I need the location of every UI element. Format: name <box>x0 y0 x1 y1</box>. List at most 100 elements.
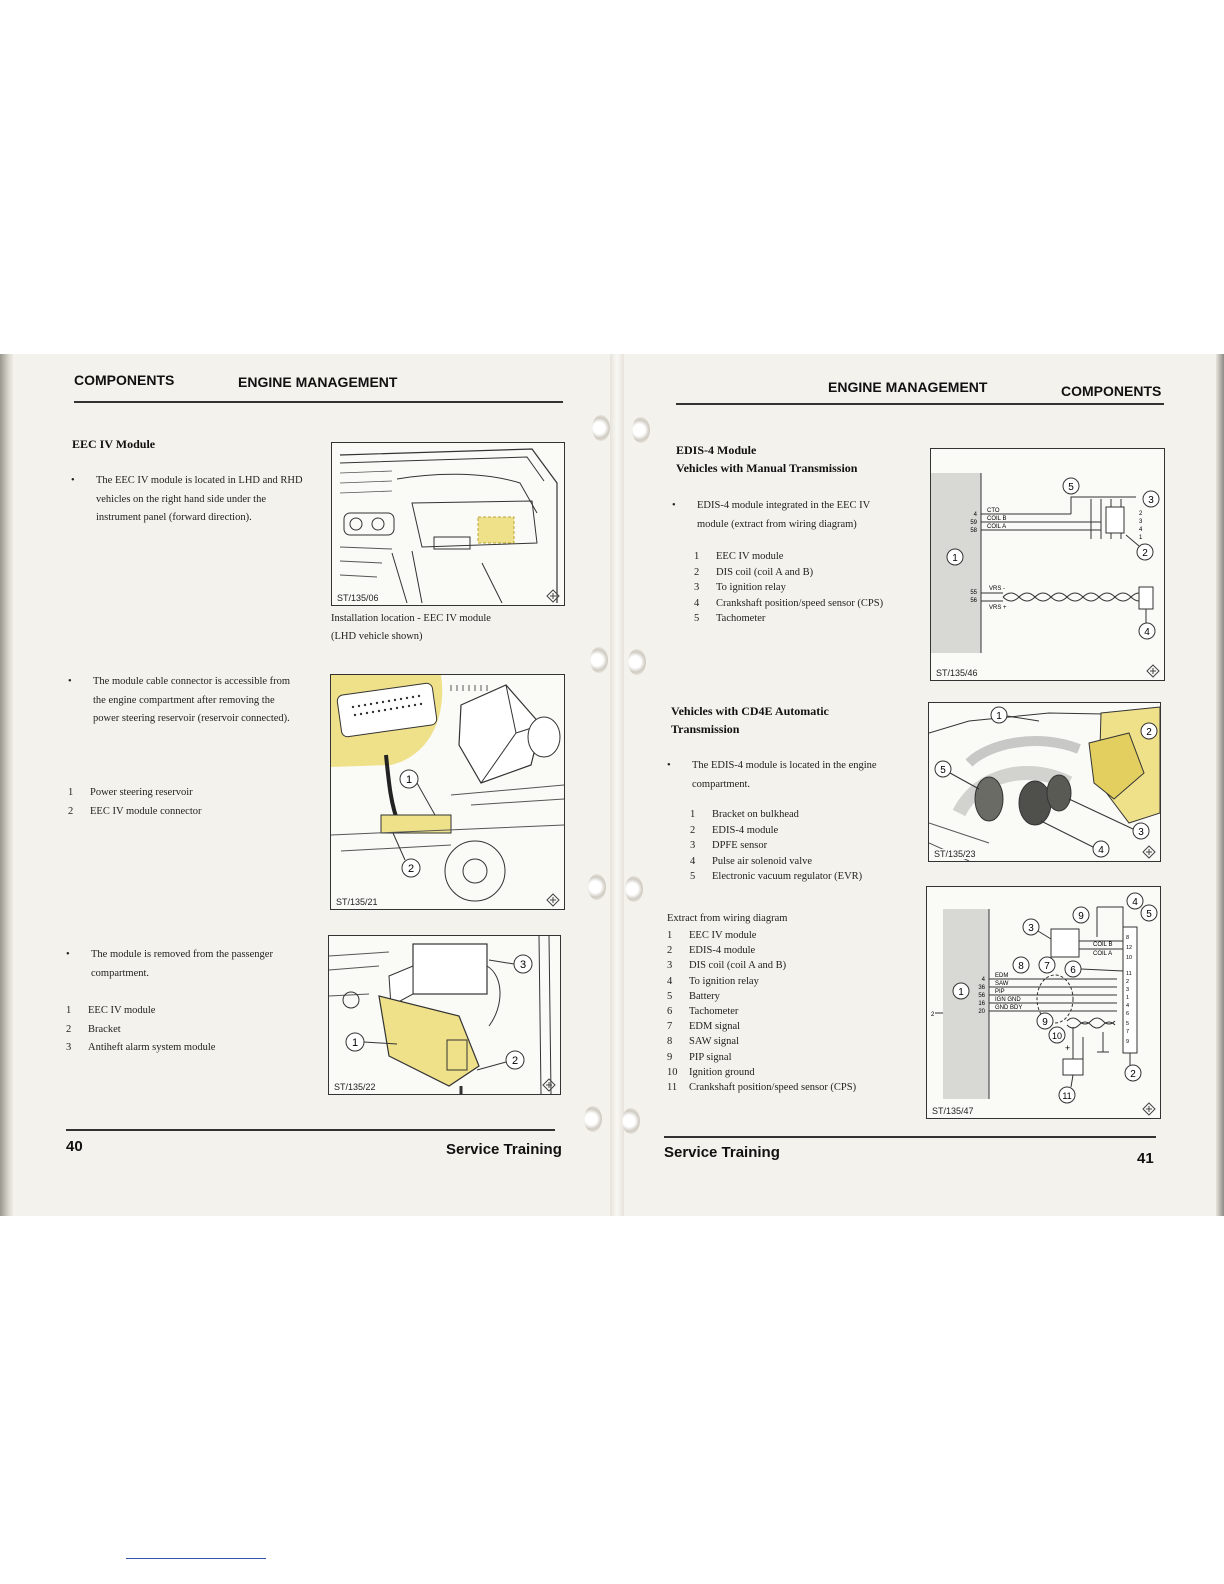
callout-2: 2 <box>1142 548 1148 559</box>
figure-wiring-automatic: 2 1 4 36 56 16 20 EDM SAW PIP IGN GND GN… <box>926 886 1161 1119</box>
callout-1: 1 <box>406 774 412 786</box>
callout-2: 2 <box>408 863 414 875</box>
callout-6: 6 <box>1070 965 1076 976</box>
callout-2: 2 <box>512 1055 518 1067</box>
engine-compartment-illustration: 1 2 <box>331 675 564 902</box>
svg-text:56: 56 <box>978 993 985 999</box>
punch-hole <box>632 417 650 443</box>
pin-label: 2 <box>1139 511 1143 517</box>
svg-text:2: 2 <box>1126 979 1129 985</box>
left-header-title: ENGINE MANAGEMENT <box>238 374 398 390</box>
callout-4: 4 <box>1132 897 1138 908</box>
ford-service-logo-icon <box>1142 1102 1156 1116</box>
figure-label: ST/135/22 <box>332 1082 378 1092</box>
binding-edge-left <box>0 354 14 1216</box>
right-header-title: ENGINE MANAGEMENT <box>828 379 988 395</box>
signal-label: COIL A <box>987 524 1006 530</box>
svg-text:12: 12 <box>1126 945 1132 951</box>
punch-hole <box>590 647 608 673</box>
callout-3: 3 <box>1138 827 1144 838</box>
callout-1: 1 <box>952 553 958 564</box>
left-page-number: 40 <box>66 1138 83 1155</box>
svg-text:1: 1 <box>1126 995 1129 1001</box>
pin-label: 4 <box>974 512 978 518</box>
svg-text:11: 11 <box>1126 971 1132 977</box>
ford-service-logo-icon <box>1142 845 1156 859</box>
pin-label: 56 <box>970 598 977 604</box>
cd4e-heading-line2: Transmission <box>671 722 740 736</box>
figure-label: ST/135/21 <box>334 897 380 907</box>
module-bracket-illustration: 3 1 2 <box>329 936 552 1094</box>
svg-text:IGN GND: IGN GND <box>995 997 1021 1003</box>
ford-service-logo-icon <box>546 893 560 907</box>
edis-module-illustration: 1 2 5 3 4 <box>929 706 1160 861</box>
page-gutter <box>610 354 624 1216</box>
callout-1: 1 <box>996 711 1002 722</box>
callout-3: 3 <box>1028 923 1034 934</box>
svg-text:20: 20 <box>978 1009 985 1015</box>
left-header-rule <box>74 401 563 403</box>
svg-text:EDM: EDM <box>995 973 1008 979</box>
figure-engine-compartment: 1 2 ST/135/21 <box>330 674 565 910</box>
callout-5: 5 <box>1068 482 1074 493</box>
figure-caption-line1: Installation location - EEC IV module <box>331 613 491 624</box>
svg-text:4: 4 <box>1126 1003 1129 1009</box>
svg-text:5: 5 <box>1126 1021 1129 1027</box>
manual-transmission-heading: Vehicles with Manual Transmission <box>676 461 858 475</box>
pin-label: 55 <box>970 590 977 596</box>
connector-bullet: The module cable connector is accessible… <box>68 673 303 729</box>
svg-text:3: 3 <box>1126 987 1129 993</box>
pin-label: 59 <box>970 520 977 526</box>
figure-wiring-manual: 1 4 59 58 CTO COIL B COIL A 2 3 4 1 5 3 … <box>930 448 1165 681</box>
callout-11: 11 <box>1062 1091 1071 1101</box>
pin-label: 3 <box>1139 519 1143 525</box>
svg-text:7: 7 <box>1126 1029 1129 1035</box>
right-page-number: 41 <box>1137 1150 1154 1167</box>
svg-text:8: 8 <box>1126 935 1129 941</box>
svg-text:36: 36 <box>978 985 985 991</box>
callout-1: 1 <box>352 1037 358 1049</box>
eec-bullet-location: The EEC IV module is located in LHD and … <box>71 472 306 528</box>
figure-edis-engine-compartment: 1 2 5 3 4 ST/135/23 <box>928 702 1161 862</box>
svg-text:PIP: PIP <box>995 989 1005 995</box>
right-footer-brand: Service Training <box>664 1144 780 1161</box>
punch-hole <box>588 874 606 900</box>
plus-sign: + <box>1065 1043 1070 1053</box>
left-footer-brand: Service Training <box>446 1141 562 1158</box>
callout-8: 8 <box>1018 961 1024 972</box>
svg-text:SAW: SAW <box>995 981 1009 987</box>
stray-underline <box>126 1558 266 1559</box>
wiring-diagram-automatic: 2 1 4 36 56 16 20 EDM SAW PIP IGN GND GN… <box>931 892 1158 1104</box>
svg-text:10: 10 <box>1126 955 1132 961</box>
callout-4: 4 <box>1098 845 1104 856</box>
ford-service-logo-icon <box>1146 664 1160 678</box>
pin-label: 2 <box>931 1012 935 1018</box>
signal-label: VRS - <box>989 586 1005 592</box>
right-header-rule <box>676 403 1164 405</box>
